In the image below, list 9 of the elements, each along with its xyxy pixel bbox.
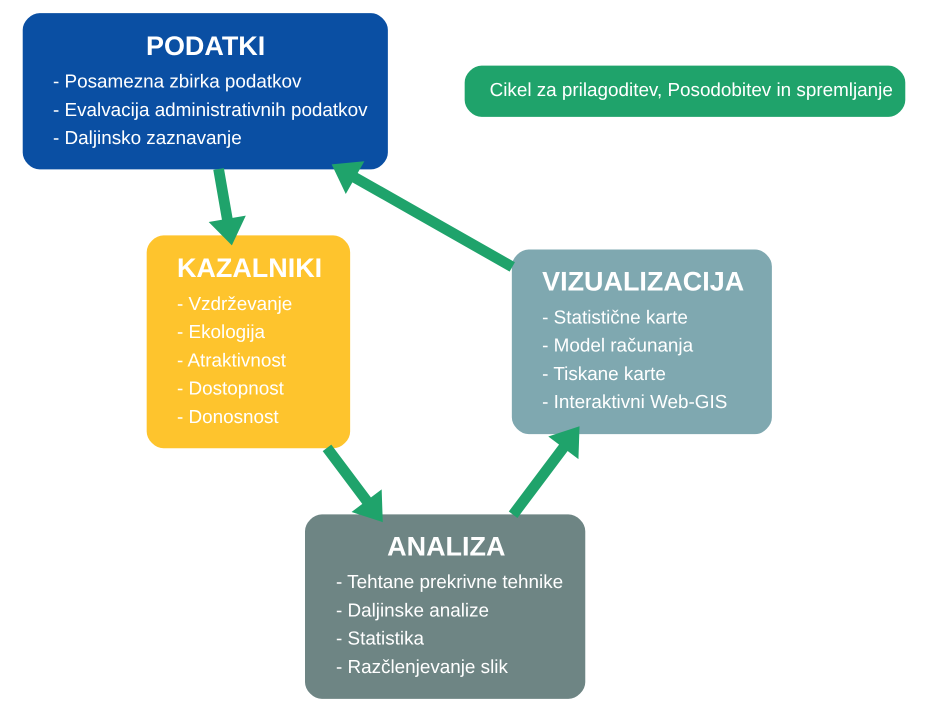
node-box: KAZALNIKI - Vzdrževanje - Ekologija - Atraktivnost - Dostopnost - Donosnost bbox=[146, 235, 350, 448]
node-box: ANALIZA - Tehtane prekrivne tehnike - Daljinske analize - Statistika - Razčlenjevanje slik bbox=[305, 514, 586, 699]
arrow bbox=[332, 161, 515, 272]
arrow bbox=[208, 168, 246, 246]
node-box: VIZUALIZACIJA - Statistične karte - Model računanja - Tiskane karte - Interaktivni Web-GIS bbox=[512, 250, 772, 434]
arrow bbox=[322, 444, 383, 522]
node-box: Cikel za prilagoditev, Posodobitev in spremljanje bbox=[464, 66, 906, 117]
arrow bbox=[508, 426, 580, 518]
node-box: PODATKI - Posamezna zbirka podatkov - Evalvacija administrativnih podatkov - Daljinsko zaznavanje bbox=[22, 13, 388, 170]
